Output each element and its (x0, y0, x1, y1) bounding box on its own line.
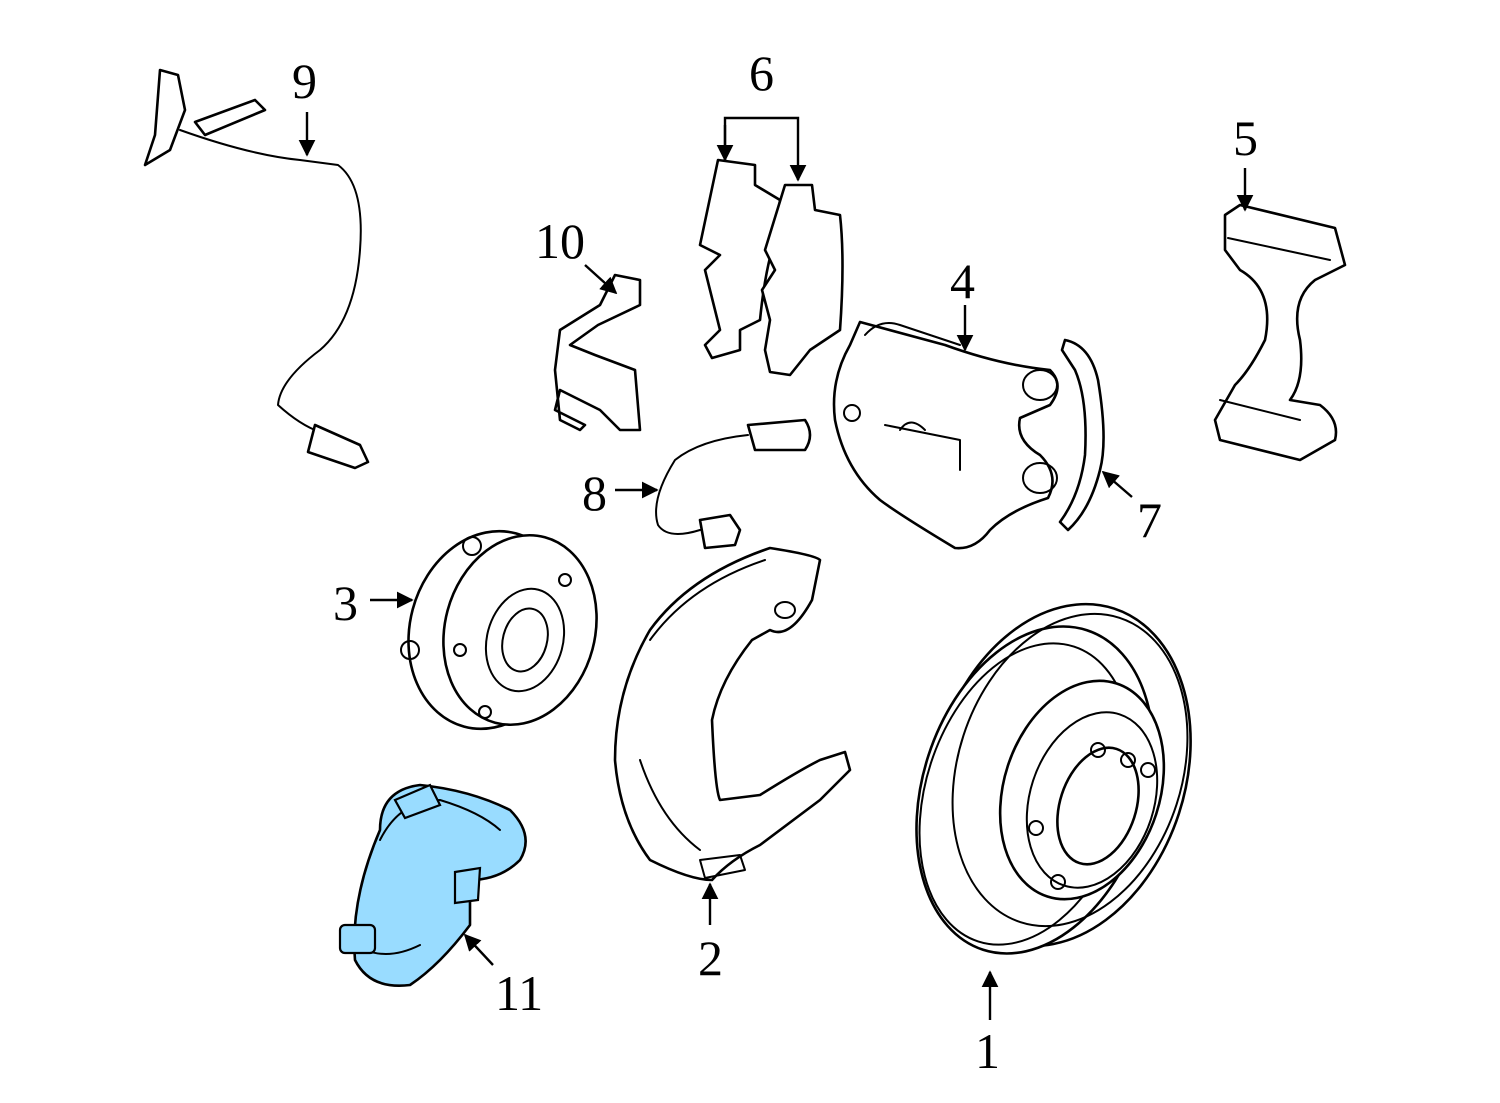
callout-10: 10 (535, 213, 585, 269)
brake-pads[interactable] (698, 158, 844, 377)
callout-2: 2 (698, 930, 723, 986)
callout-8: 8 (582, 465, 607, 521)
callout-3: 3 (333, 575, 358, 631)
caliper-bracket[interactable] (1213, 203, 1347, 462)
pad-wear-sensor[interactable] (655, 418, 812, 550)
brake-hose[interactable] (338, 783, 527, 987)
callout-4: 4 (950, 253, 975, 309)
hub-bearing[interactable] (387, 513, 617, 748)
brake-rotor[interactable] (877, 570, 1233, 984)
splash-shield[interactable] (613, 546, 852, 882)
abs-sensor[interactable] (143, 68, 370, 470)
anti-rattle-shim[interactable] (1058, 338, 1105, 532)
callout-5: 5 (1233, 110, 1258, 166)
pad-retaining-clip[interactable] (553, 273, 642, 432)
leader-lines (298, 112, 1254, 1020)
callout-11: 11 (495, 965, 543, 1021)
callout-labels: 1 2 3 4 5 6 7 8 9 10 11 (292, 45, 1258, 1079)
callout-9: 9 (292, 53, 317, 109)
callout-7: 7 (1137, 492, 1162, 548)
callout-1: 1 (975, 1023, 1000, 1079)
callout-6: 6 (749, 45, 774, 101)
brake-caliper[interactable] (832, 320, 1059, 550)
